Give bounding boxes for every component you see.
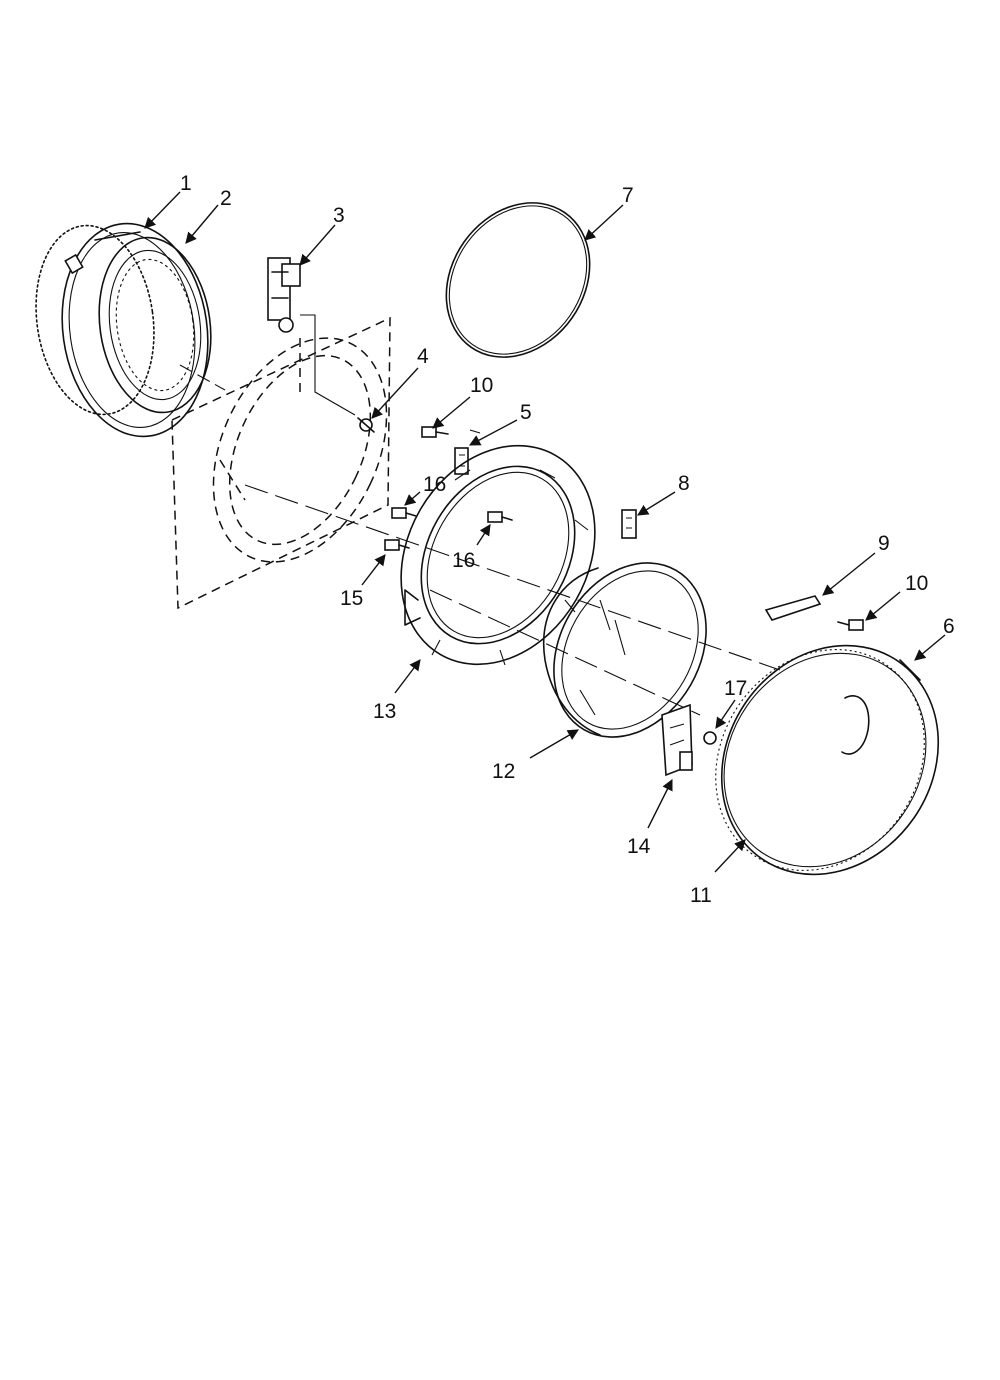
door-latch-part-14: [661, 703, 693, 777]
screw-part-10-upper: [421, 426, 449, 438]
callout-15: 15: [340, 587, 363, 610]
assembly-axis-lines: [179, 364, 781, 716]
screw-part-10-lower: [837, 619, 864, 631]
callout-1: 1: [180, 172, 192, 195]
callout-10a: 10: [470, 374, 493, 397]
callout-14: 14: [627, 835, 651, 858]
callout-6: 6: [943, 615, 955, 638]
callout-12: 12: [492, 760, 515, 783]
callout-5: 5: [520, 401, 532, 424]
callout-3: 3: [333, 204, 345, 227]
callout-2: 2: [220, 187, 232, 210]
callout-labels: 1 2 3 4 10 5 7 16 16 15 8 9 10 6 13 17 1…: [180, 172, 955, 907]
screw-part-16-left: [391, 507, 417, 519]
door-switch-part-3: [267, 257, 356, 416]
callout-leaders: [144, 191, 946, 873]
screw-part-4: [357, 417, 375, 433]
front-panel-outline: [171, 316, 391, 610]
door-glass-bowl-part-12: [543, 562, 707, 738]
screw-part-15: [384, 539, 410, 551]
door-outer-ring-part-1-2: [35, 222, 212, 438]
clip-part-8: [621, 509, 637, 539]
outer-door-shell-part-6-11: [715, 644, 940, 876]
hinge-strap-part-9: [764, 595, 822, 621]
callout-11: 11: [690, 884, 712, 907]
screw-part-17: [703, 731, 717, 745]
inner-door-frame-part-13: [400, 444, 596, 666]
callout-9: 9: [878, 532, 890, 555]
screw-part-16-right: [487, 511, 513, 523]
callout-7: 7: [622, 184, 634, 207]
callout-17: 17: [724, 677, 747, 700]
callout-16a: 16: [423, 473, 446, 496]
callout-4: 4: [417, 345, 429, 368]
callout-16b: 16: [452, 549, 475, 572]
callout-13: 13: [373, 700, 396, 723]
callout-8: 8: [678, 472, 690, 495]
callout-10b: 10: [905, 572, 928, 595]
glass-gasket-part-7: [445, 202, 591, 358]
